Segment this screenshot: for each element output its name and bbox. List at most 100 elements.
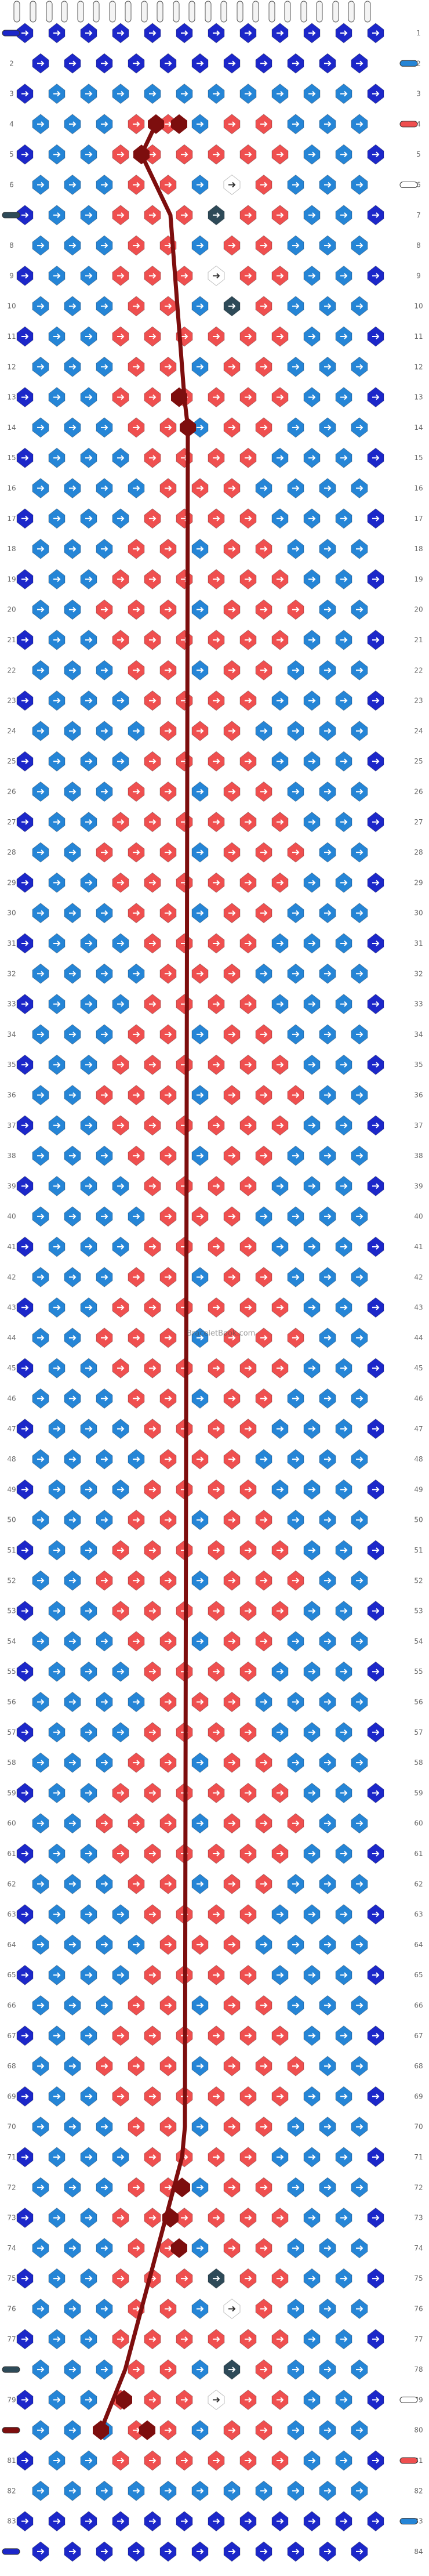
arrow-icon [165,2549,172,2555]
arrow-icon [292,1760,300,1765]
arrow-icon [149,2033,157,2039]
arrow-icon [53,1547,61,1553]
arrow-icon [277,2458,284,2463]
arrow-icon [197,728,204,734]
arrow-icon [85,1062,93,1068]
row-number: 65 [414,1971,423,1979]
knot [16,2329,34,2350]
knot [208,2268,225,2289]
arrow-icon [213,1001,220,1007]
knot [351,781,368,802]
row-number: 34 [7,1030,16,1039]
knot [335,1904,352,1925]
arrow-icon [324,1699,332,1705]
arrow-icon [69,2427,77,2433]
arrow-icon [85,819,93,825]
knot [144,265,161,287]
knot [335,629,352,650]
arrow-icon [292,1881,300,1887]
arrow-icon [356,728,363,734]
arrow-icon [149,151,157,157]
row-number: 67 [7,2032,16,2040]
arrow-icon [324,2063,332,2069]
arrow-icon [277,1062,284,1068]
knot [223,963,241,984]
knot [176,447,193,468]
knot [128,356,145,377]
knot [144,386,161,408]
arrow-icon [21,91,29,97]
knot [239,508,257,529]
arrow-icon [117,576,125,583]
arrow-icon [324,243,332,248]
knot [144,2389,161,2411]
arrow-icon [324,1335,332,1341]
knot [32,1145,49,1166]
arrow-icon [340,1486,348,1493]
arrow-icon [85,2093,93,2100]
knot [255,1327,272,1348]
knot [191,538,209,559]
arrow-icon [197,788,204,795]
arrow-icon [165,2123,172,2130]
arrow-icon [53,1790,61,1796]
knot [351,1934,368,1955]
arrow-icon [245,91,252,97]
arrow-icon [356,2488,363,2494]
arrow-icon [117,637,125,643]
knot [335,2086,352,2107]
row-number: 53 [7,1607,16,1615]
arrow-icon [149,1062,157,1068]
knot [80,2450,97,2471]
arrow-icon [21,30,29,36]
knot [208,1904,225,1925]
arrow-icon [245,2154,252,2160]
row-number: 75 [414,2274,423,2282]
knot [144,205,161,226]
arrow-icon [165,1699,172,1705]
knot [319,2359,336,2380]
knot [287,1267,304,1287]
arrow-icon [292,1456,300,1462]
arrow-icon [372,1001,380,1007]
arrow-icon [324,1395,332,1402]
row-number: 65 [7,1971,16,1979]
arrow-icon [117,1486,125,1493]
row-number: 2 [416,59,421,67]
arrow-icon [260,2002,268,2009]
arrow-icon [292,2488,300,2494]
arrow-icon [53,1304,61,1311]
arrow-icon [197,121,204,127]
knot [176,751,193,772]
knot [112,933,129,954]
left-thread [2,2366,20,2373]
row-number: 33 [7,1000,16,1008]
knot [112,2329,129,2350]
knot [128,1206,145,1227]
arrow-icon [308,637,316,643]
arrow-icon [85,1911,93,1917]
knot [144,2510,161,2532]
arrow-icon [21,2397,29,2403]
knot [112,1722,129,1743]
knot [80,1175,97,1197]
arrow-icon [340,334,348,339]
arrow-icon [53,334,61,339]
arrow-icon [101,182,108,188]
knot [223,1388,241,1409]
arrow-icon [277,516,284,522]
knot [287,2420,304,2441]
knot [271,1964,289,1985]
arrow-icon [101,728,108,734]
row-number: 40 [7,1213,16,1221]
arrow-icon [197,243,204,248]
arrow-icon [372,1608,380,1614]
knot [208,508,225,529]
arrow-icon [53,1911,61,1917]
knot [16,265,34,287]
arrow-icon [37,1213,45,1220]
top-thread [284,1,291,23]
knot [159,1510,177,1531]
knot [80,1782,97,1804]
knot [191,1510,209,1531]
